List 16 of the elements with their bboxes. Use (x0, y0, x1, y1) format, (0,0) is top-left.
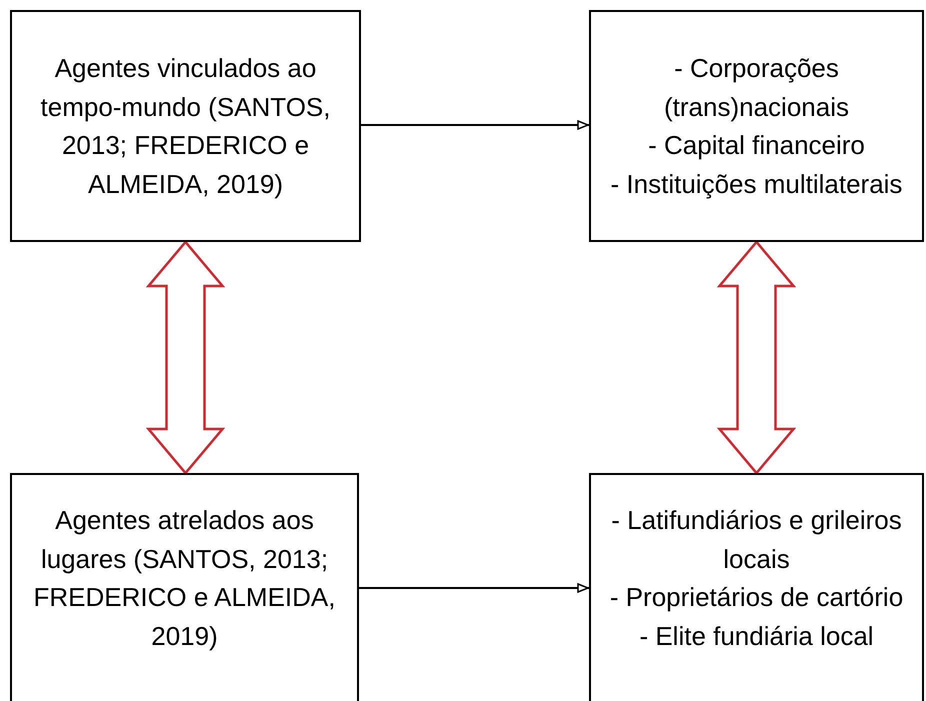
double-block-arrow (146, 240, 226, 475)
box-text: - Corporações (trans)nacionais (663, 52, 850, 124)
text-box (10, 10, 361, 242)
arrow (359, 583, 589, 593)
arrow (361, 120, 589, 130)
box-text: - Instituições multilaterais (610, 168, 902, 200)
double-block-arrow (716, 240, 796, 475)
box-text: - Capital financeiro (648, 129, 865, 162)
text-box (10, 473, 359, 701)
text-box (589, 10, 924, 242)
box-text: - Latifundiários e grileiros locais (610, 504, 903, 576)
box-text: - Proprietários de cartório (610, 581, 904, 614)
box-text: Agentes vinculados ao tempo-mundo (SANTOS, 2013; FREDERICO e ALMEIDA, 2019) (40, 52, 332, 200)
box-text: Agentes atrelados aos lugares (SANTOS, 2013; FREDERICO e ALMEIDA, 2019) (32, 504, 336, 652)
box-text: - Elite fundiária local (639, 620, 874, 652)
text-box (589, 473, 924, 701)
